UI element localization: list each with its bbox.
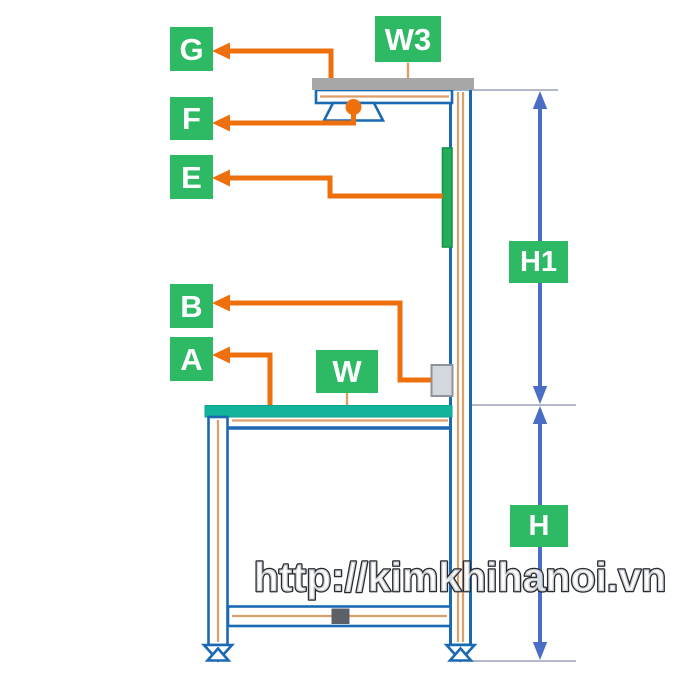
leader-arrow-f-icon [212, 114, 230, 132]
lamp-bulb-icon [345, 99, 362, 115]
leader-arrow-g-icon [212, 42, 230, 60]
label-h1: H1 [509, 241, 568, 283]
label-h: H [510, 505, 568, 547]
leader-line-b [229, 300, 431, 383]
leader-line-a [229, 352, 273, 405]
label-w3: W3 [375, 16, 441, 62]
worktop [204, 405, 453, 418]
stretcher-connector [331, 608, 350, 624]
leader-line-e [229, 175, 443, 199]
top-shelf-board [312, 78, 474, 90]
label-b: B [170, 284, 213, 328]
label-w: W [316, 350, 378, 393]
label-g: G [170, 27, 213, 71]
outlet-box [430, 364, 454, 397]
leader-arrow-b-icon [212, 294, 230, 312]
right-foot-pad [447, 646, 474, 662]
h1-arrow-down-icon [532, 386, 548, 404]
label-e: E [170, 155, 213, 199]
leader-arrow-a-icon [212, 346, 230, 364]
label-a: A [170, 337, 213, 381]
leader-arrow-e-icon [212, 169, 230, 187]
accessory-bar [441, 147, 453, 248]
h-arrow-down-icon [532, 642, 548, 660]
leader-line-g [229, 48, 334, 78]
left-foot-pad [204, 646, 232, 662]
h1-arrow-up-icon [532, 91, 548, 109]
label-f: F [170, 97, 213, 140]
h-arrow-up-icon [532, 406, 548, 424]
watermark: http://kimkhihanoi.vn [254, 554, 666, 600]
